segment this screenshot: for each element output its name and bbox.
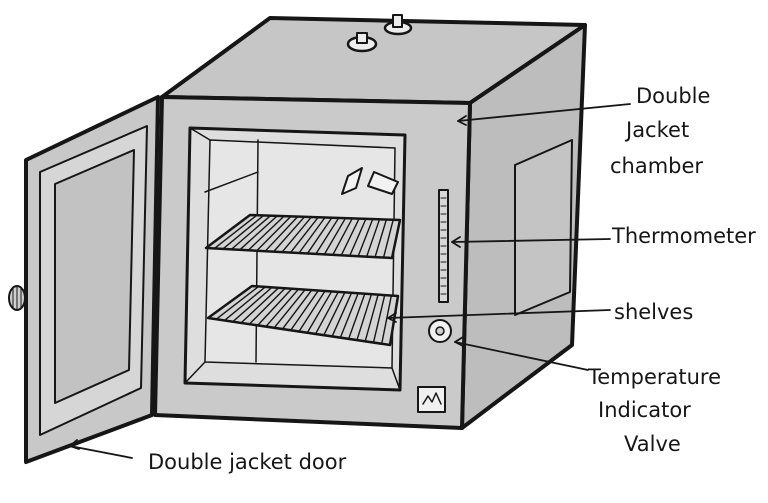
door-knob: [8, 285, 26, 311]
label-thermometer: Thermometer: [612, 224, 756, 248]
leader-thermometer: [451, 238, 611, 243]
door-glass: [54, 149, 135, 404]
label-shelves: shelves: [614, 300, 694, 324]
label-double-jacket-chamber: Double: [636, 84, 710, 109]
label-temperature-valve-2: Indicator: [598, 398, 691, 422]
label-double-jacket-chamber-2: Jacket: [626, 118, 689, 143]
label-double-jacket-door: Double jacket door: [148, 450, 347, 474]
label-temperature-valve-1: Temperature: [588, 365, 722, 389]
leader-chamber: [457, 103, 631, 122]
label-chamber-line-3: chamber: [610, 154, 704, 178]
leader-shelves: [387, 309, 611, 319]
shelf-upper: [204, 213, 402, 260]
top-knob-right: [383, 14, 413, 36]
top-knob-left: [346, 32, 378, 53]
vent-right: [367, 171, 399, 195]
shelf-lower: [206, 284, 400, 347]
vent-left: [341, 167, 363, 195]
leader-door: [69, 445, 133, 459]
leader-valve: [454, 341, 589, 371]
label-chamber-line-1: Double: [636, 84, 711, 108]
temperature-valve: [428, 319, 452, 343]
label-double-jacket-chamber-3: chamber: [610, 154, 703, 179]
label-temperature-valve-3: Valve: [624, 432, 681, 456]
side-panel: [514, 139, 573, 316]
label-chamber-line-2: Jacket: [626, 118, 690, 142]
control-box: [417, 386, 446, 413]
